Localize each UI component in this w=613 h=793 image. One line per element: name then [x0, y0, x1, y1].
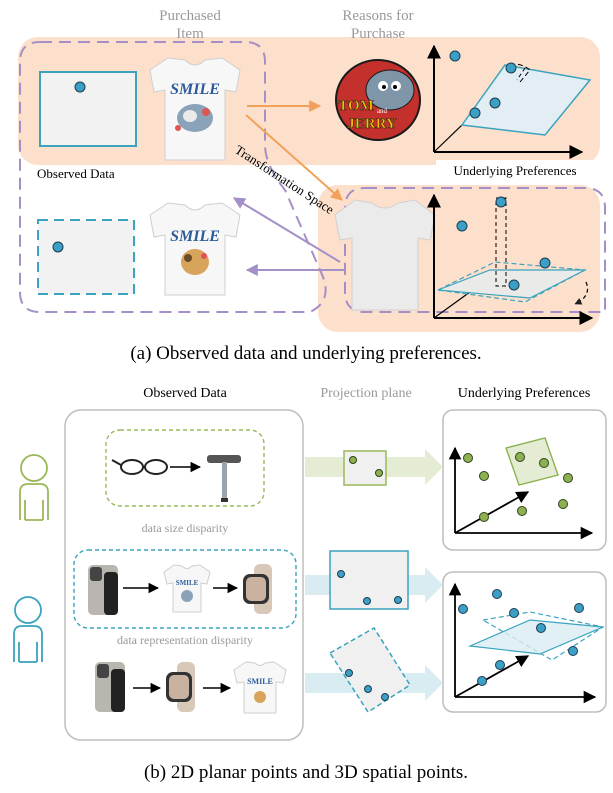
preference-plane-teal: [467, 619, 604, 655]
tshirt-printed-image-2: SMILE: [149, 202, 241, 296]
logo-text-jerry: JERRY: [347, 116, 397, 132]
label-box-underlying-preferences: [436, 160, 594, 182]
preferences-box-top: [442, 409, 607, 551]
walking-cane-image: [207, 455, 241, 502]
point: [381, 693, 389, 701]
point: [479, 471, 489, 481]
user-icon-teal: [13, 596, 43, 663]
panel-b: Observed Data Projection plane Underlyin…: [13, 386, 607, 783]
point: [463, 453, 473, 463]
point: [509, 608, 519, 618]
header-observed-data: Observed Data: [143, 386, 227, 401]
point: [539, 257, 551, 269]
point: [477, 676, 487, 686]
point: [568, 646, 578, 656]
logo-text-and: and: [377, 107, 388, 115]
header-reasons-2: Purchase: [351, 26, 405, 42]
header-reasons-1: Reasons for: [342, 8, 413, 24]
observed-data-box: [64, 409, 304, 741]
projection-plane-green: [343, 450, 387, 486]
point: [489, 97, 501, 109]
point: [536, 623, 546, 633]
representation-disparity-group: [73, 549, 297, 629]
header-projection-plane: Projection plane: [320, 386, 411, 401]
point: [479, 512, 489, 522]
phone-image-2: [95, 662, 125, 712]
preference-plot-top: Underlying Preferences: [427, 44, 594, 182]
preference-plot-bottom: [427, 193, 594, 325]
size-disparity-group: [105, 429, 265, 507]
arrow-space-to-item-diag: [232, 197, 341, 263]
header-underlying-preferences: Underlying Preferences: [458, 386, 591, 401]
point: [495, 660, 505, 670]
tshirt-print-text-small-2: SMILE: [247, 677, 273, 686]
tshirt-printed-image: SMILE: [149, 57, 241, 161]
point: [394, 596, 402, 604]
caption-a: (a) Observed data and underlying prefere…: [130, 343, 481, 364]
user-icon-green: [19, 454, 49, 521]
label-observed-data: Observed Data: [37, 166, 115, 181]
observed-plane-dashed: [37, 219, 135, 295]
preference-plane-green: [505, 437, 559, 486]
point: [456, 220, 468, 232]
tshirt-plain-image: [334, 199, 436, 311]
tshirt-image-small: SMILE: [163, 564, 211, 613]
point: [517, 506, 527, 516]
header-purchased-item-2: Item: [176, 26, 204, 42]
point: [52, 241, 64, 253]
point: [449, 50, 461, 62]
label-data-size-disparity: data size disparity: [142, 521, 229, 535]
point: [375, 469, 383, 477]
point: [458, 604, 468, 614]
arrow-item-to-space: [245, 114, 343, 201]
observed-region-outline: [19, 41, 327, 313]
point: [539, 458, 549, 468]
point: [349, 456, 357, 464]
point: [345, 669, 353, 677]
point: [337, 570, 345, 578]
point: [515, 452, 525, 462]
glasses-image: [111, 459, 168, 475]
smartwatch-image-2: [166, 662, 195, 712]
point: [574, 603, 584, 613]
point: [364, 685, 372, 693]
caption-b: (b) 2D planar points and 3D spatial poin…: [144, 762, 468, 783]
point: [363, 597, 371, 605]
point: [74, 81, 86, 93]
observed-plane-solid: [39, 71, 137, 147]
point: [505, 62, 517, 74]
preferences-box-bottom: [442, 571, 607, 713]
point: [508, 279, 520, 291]
preference-plot-green: [448, 437, 594, 540]
label-data-representation-disparity: data representation disparity: [117, 633, 253, 647]
panel-a: Purchased Item Reasons for Purchase Obse…: [18, 8, 606, 364]
preference-plot-teal: [448, 582, 605, 704]
tshirt-print-text-small: SMILE: [176, 579, 199, 587]
phone-image: [88, 565, 118, 615]
label-underlying-preferences: Underlying Preferences: [453, 163, 576, 178]
tshirt-print-text: SMILE: [170, 81, 220, 98]
smartwatch-image: [243, 564, 272, 614]
projection-plane-teal-tilted: [328, 626, 412, 714]
header-purchased-item-1: Purchased: [159, 8, 221, 24]
point: [563, 473, 573, 483]
tshirt-print-text-2: SMILE: [170, 228, 220, 245]
logo-text-tom: TOM: [338, 98, 374, 114]
preference-plane: [460, 64, 592, 136]
point: [558, 499, 568, 509]
point: [492, 589, 502, 599]
tom-and-jerry-logo: TOM and JERRY: [335, 59, 421, 141]
point: [495, 196, 507, 208]
tshirt-image-small-2: SMILE: [233, 661, 287, 714]
point: [469, 107, 481, 119]
